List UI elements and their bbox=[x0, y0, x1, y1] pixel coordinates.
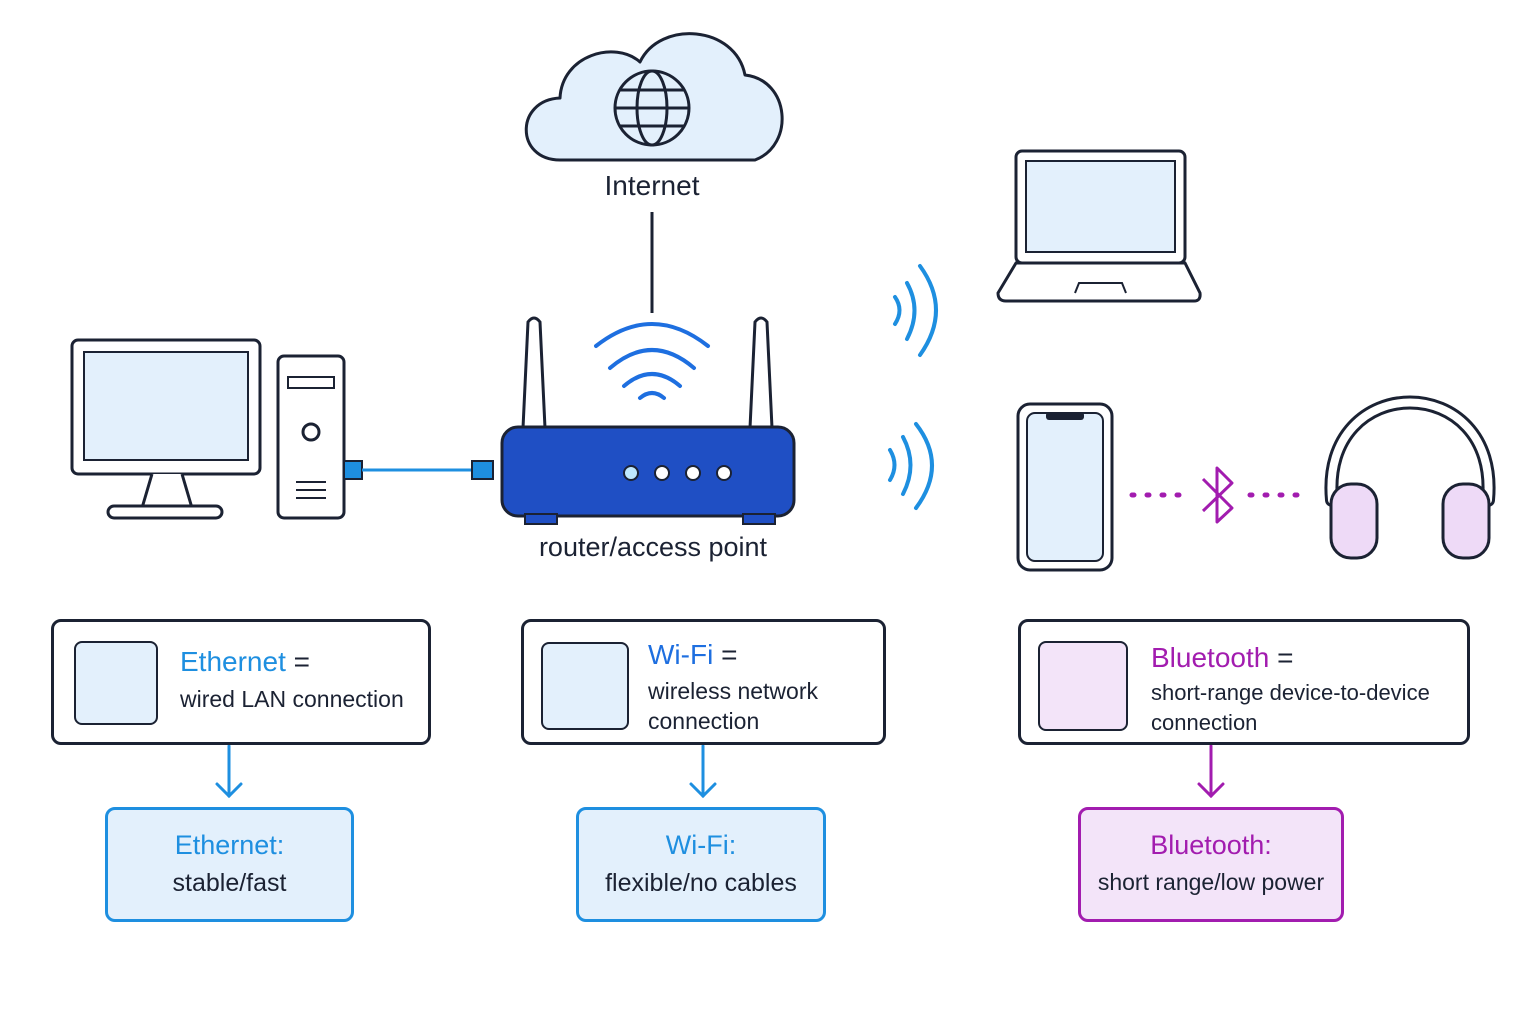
bluetooth-icon-box bbox=[1038, 641, 1128, 731]
wifi-summary-text: flexible/no cables bbox=[605, 869, 797, 897]
laptop-icon bbox=[996, 149, 1202, 303]
bluetooth-summary-text: short range/low power bbox=[1097, 869, 1325, 895]
ethernet-cable bbox=[343, 460, 494, 480]
wifi-icon-box bbox=[541, 642, 629, 730]
bluetooth-desc-line-1: short-range device-to-device bbox=[1151, 680, 1430, 705]
bluetooth-title-text: Bluetooth bbox=[1151, 642, 1270, 673]
wifi-desc-line-1: wireless network bbox=[648, 678, 818, 704]
desktop-monitor-icon bbox=[70, 338, 262, 520]
internet-label: Internet bbox=[604, 170, 700, 201]
ethernet-card-desc: wired LAN connection bbox=[180, 686, 404, 712]
wifi-desc-line-2: connection bbox=[648, 708, 760, 734]
ethernet-summary-title: Ethernet: bbox=[174, 830, 285, 860]
bluetooth-desc-line-2: connection bbox=[1151, 710, 1258, 735]
bluetooth-summary-box: Bluetooth: short range/low power bbox=[1078, 807, 1344, 922]
bluetooth-arrow bbox=[1197, 744, 1225, 799]
bluetooth-summary-title: Bluetooth: bbox=[1150, 830, 1272, 860]
wifi-summary-box: Wi-Fi: flexible/no cables bbox=[576, 807, 826, 922]
pc-tower-icon bbox=[276, 354, 346, 520]
wifi-summary-title: Wi-Fi: bbox=[665, 830, 737, 860]
ethernet-summary-box: Ethernet: stable/fast bbox=[105, 807, 354, 922]
wifi-card-desc: wireless network connection bbox=[648, 676, 818, 736]
wifi-title-text: Wi-Fi bbox=[648, 639, 714, 670]
ethernet-card-title: Ethernet = bbox=[180, 646, 310, 678]
bluetooth-card: Bluetooth = short-range device-to-device… bbox=[1018, 619, 1470, 745]
internet-cloud-icon bbox=[524, 32, 784, 162]
ethernet-card: Ethernet = wired LAN connection bbox=[51, 619, 431, 745]
wifi-card-title: Wi-Fi = bbox=[648, 639, 737, 671]
ethernet-arrow bbox=[215, 744, 243, 799]
ethernet-title-text: Ethernet bbox=[180, 646, 286, 677]
globe-icon bbox=[613, 69, 691, 147]
bluetooth-equals: = bbox=[1269, 642, 1294, 673]
signal-waves-to-phone-icon bbox=[888, 422, 934, 510]
smartphone-icon bbox=[1016, 402, 1114, 572]
wifi-card: Wi-Fi = wireless network connection bbox=[521, 619, 886, 745]
bluetooth-card-desc: short-range device-to-device connection bbox=[1151, 678, 1430, 738]
wifi-arrow bbox=[689, 744, 717, 799]
signal-waves-to-laptop-icon bbox=[893, 264, 938, 357]
router-icon bbox=[500, 316, 796, 525]
ethernet-icon-box bbox=[74, 641, 158, 725]
ethernet-equals: = bbox=[285, 646, 310, 677]
bluetooth-card-title: Bluetooth = bbox=[1151, 642, 1293, 674]
router-wifi-waves-icon bbox=[594, 322, 710, 400]
headphones-icon bbox=[1324, 395, 1496, 560]
router-label: router/access point bbox=[538, 532, 768, 562]
bluetooth-link bbox=[1129, 466, 1313, 524]
wifi-equals: = bbox=[713, 639, 738, 670]
ethernet-summary-text: stable/fast bbox=[172, 869, 287, 897]
